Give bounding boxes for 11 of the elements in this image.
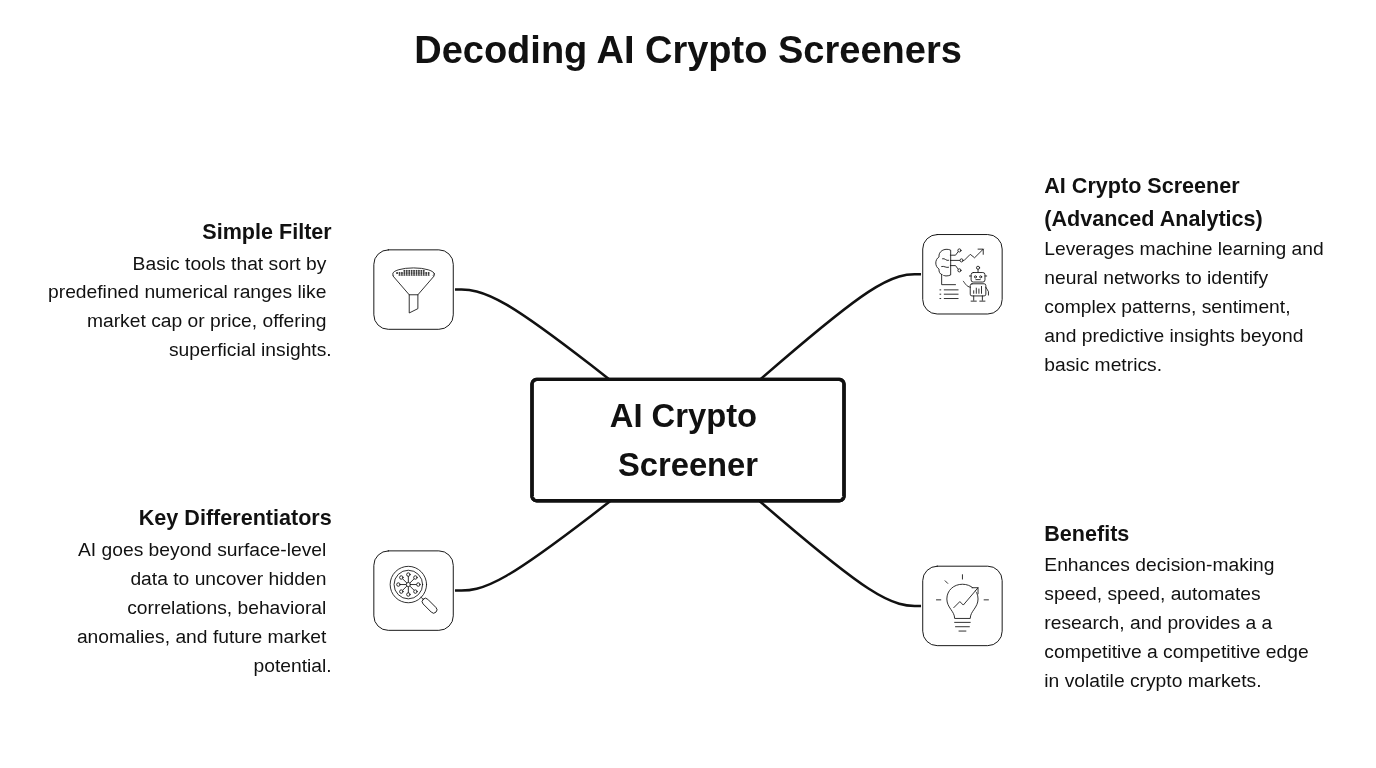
node-label: Simple Filter [202, 219, 332, 244]
node-label: Basic tools that sort by predefined numerical ranges like market cap or price, offering superficial insights. [48, 251, 332, 360]
node-label: Benefits [1044, 521, 1130, 546]
node-label: AI Crypto Screener (Advanced Analytics) [1044, 173, 1263, 230]
node-label: AI goes beyond surface-level data to uncover hidden correlations, behavioral anomalies, and future market potential. [76, 538, 332, 676]
title: Decoding AI Crypto Screeners [414, 28, 962, 72]
node-label: Key Differentiators [138, 506, 332, 531]
node-label: Enhances decision-making speed, speed, automates research, and provides a a competitive a competitive edge in volatile crypto markets. [1044, 553, 1309, 691]
node-label: Leverages machine learning and neural networks to identify complex patterns, sentiment, and predictive insights beyond basic metrics. [1044, 238, 1324, 375]
connector [758, 500, 922, 608]
connector [454, 500, 611, 592]
